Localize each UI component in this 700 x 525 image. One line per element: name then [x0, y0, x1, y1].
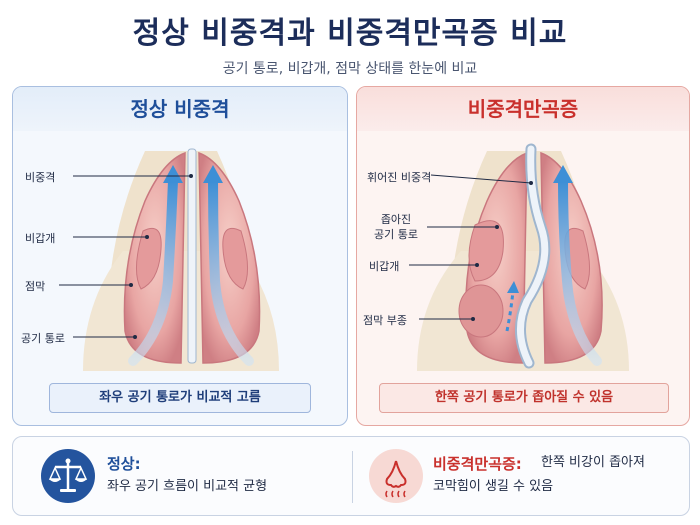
normal-nasal-cavity-illustration	[59, 148, 279, 371]
narrowed-airflow-arrow	[505, 290, 515, 332]
septum	[187, 148, 197, 364]
summary-bar: 정상: 좌우 공기 흐름이 비교적 균형 비중격만곡증: 한쪽 비강이 좁아져 …	[12, 436, 690, 516]
left-airflow-arrow	[128, 176, 178, 366]
deviated-nasal-cavity-illustration	[409, 143, 629, 371]
normal-panel-header: 정상 비중격	[13, 87, 347, 131]
right-turbinate	[222, 227, 248, 290]
page-title: 정상 비중격과 비중격만곡증 비교	[132, 16, 568, 51]
label-mucosal-swelling: 점막 부종	[363, 314, 407, 327]
summary-deviated-text-line1: 한쪽 비강이 좁아져	[541, 455, 645, 470]
deviated-septum	[516, 145, 549, 367]
summary-normal-title: 정상:	[107, 455, 141, 473]
deviated-caption: 한쪽 공기 통로가 좁아질 수 있음	[379, 383, 669, 413]
label-deviated-septum: 휘어진 비중격	[367, 171, 432, 184]
deviated-septum-panel: 비중격만곡증	[356, 86, 690, 426]
left-airflow-arrowhead	[163, 165, 183, 183]
deviated-septum-leader-line	[430, 174, 532, 184]
label-turbinate: 비갑개	[369, 260, 400, 273]
mucosal-swelling	[458, 284, 504, 338]
normal-septum-panel: 정상 비중격	[12, 86, 348, 426]
normal-caption: 좌우 공기 통로가 비교적 고름	[49, 383, 311, 413]
summary-normal-text: 좌우 공기 흐름이 비교적 균형	[107, 479, 268, 494]
summary-divider	[352, 451, 353, 503]
label-septum: 비중격	[25, 171, 56, 184]
deviated-panel-header: 비중격만곡증	[357, 87, 689, 131]
balance-scale-icon	[41, 449, 95, 503]
label-turbinate: 비갑개	[25, 232, 56, 245]
right-airflow-arrowhead	[553, 165, 573, 183]
narrowed-airflow-arrowhead	[507, 281, 519, 293]
label-mucosa: 점막	[25, 280, 46, 293]
summary-deviated-title: 비중격만곡증:	[433, 455, 522, 473]
right-airflow-arrowhead	[203, 165, 223, 183]
right-airflow-arrow	[208, 176, 254, 366]
left-turbinate	[136, 227, 162, 290]
label-airway: 공기 통로	[21, 332, 65, 345]
right-airflow-arrow	[558, 176, 602, 366]
summary-deviated-text-line2: 코막힘이 생길 수 있음	[433, 479, 554, 494]
nose-icon	[369, 449, 423, 503]
page-subtitle: 공기 통로, 비갑개, 점막 상태를 한눈에 비교	[222, 61, 478, 77]
